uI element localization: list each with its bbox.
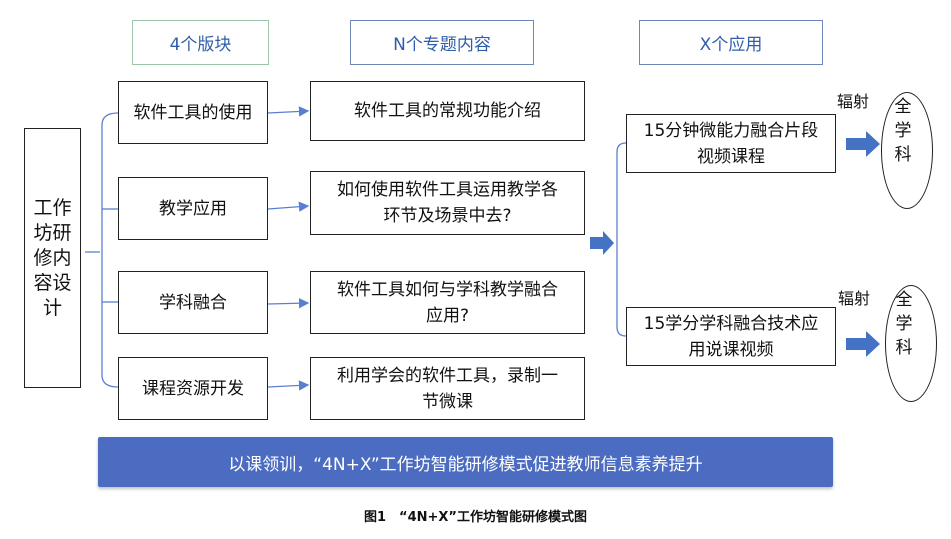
- summary-banner: 以课领训，“4N+X”工作坊智能研修模式促进教师信息素养提升: [98, 437, 833, 487]
- left-bracket-curve: [101, 112, 119, 388]
- header-modules: 4个版块: [132, 20, 269, 65]
- left-box-design: 工作坊研修内容设计: [24, 128, 81, 388]
- all-subjects-text-bottom: 全学科: [895, 290, 913, 358]
- module-box-software-use: 软件工具的使用: [118, 81, 268, 144]
- topic-box-4: 利用学会的软件工具，录制一节微课: [310, 357, 585, 420]
- application-box-2: 15学分学科融合技术应用说课视频: [626, 307, 836, 366]
- application-box-1: 15分钟微能力融合片段视频课程: [626, 114, 836, 173]
- arrow-2: [267, 201, 310, 212]
- ellipse-all-subjects-top: [881, 92, 933, 209]
- block-arrow-top: [846, 131, 880, 157]
- ellipse-all-subjects-bottom: [885, 285, 937, 402]
- topic-box-2: 如何使用软件工具运用教学各环节及场景中去?: [310, 171, 585, 235]
- block-arrow-bottom: [846, 331, 880, 357]
- module-box-subject-integration: 学科融合: [118, 271, 268, 334]
- block-arrow-center: [590, 231, 614, 255]
- header-applications: X个应用: [639, 20, 823, 65]
- topic-box-1: 软件工具的常规功能介绍: [310, 81, 585, 141]
- arrow-4: [267, 380, 310, 391]
- module-box-course-resources: 课程资源开发: [118, 357, 268, 420]
- topic-box-3: 软件工具如何与学科教学融合应用?: [310, 271, 585, 334]
- all-subjects-text-top: 全学科: [894, 97, 912, 165]
- header-topics: N个专题内容: [350, 20, 534, 65]
- radiate-label-top: 辐射: [837, 92, 870, 111]
- arrow-3: [267, 298, 310, 309]
- right-bracket: [616, 142, 627, 337]
- radiate-label-bottom: 辐射: [838, 289, 871, 308]
- figure-caption: 图1 “4N+X”工作坊智能研修模式图: [364, 510, 587, 525]
- module-box-teaching-application: 教学应用: [118, 177, 268, 240]
- arrow-1: [267, 106, 310, 117]
